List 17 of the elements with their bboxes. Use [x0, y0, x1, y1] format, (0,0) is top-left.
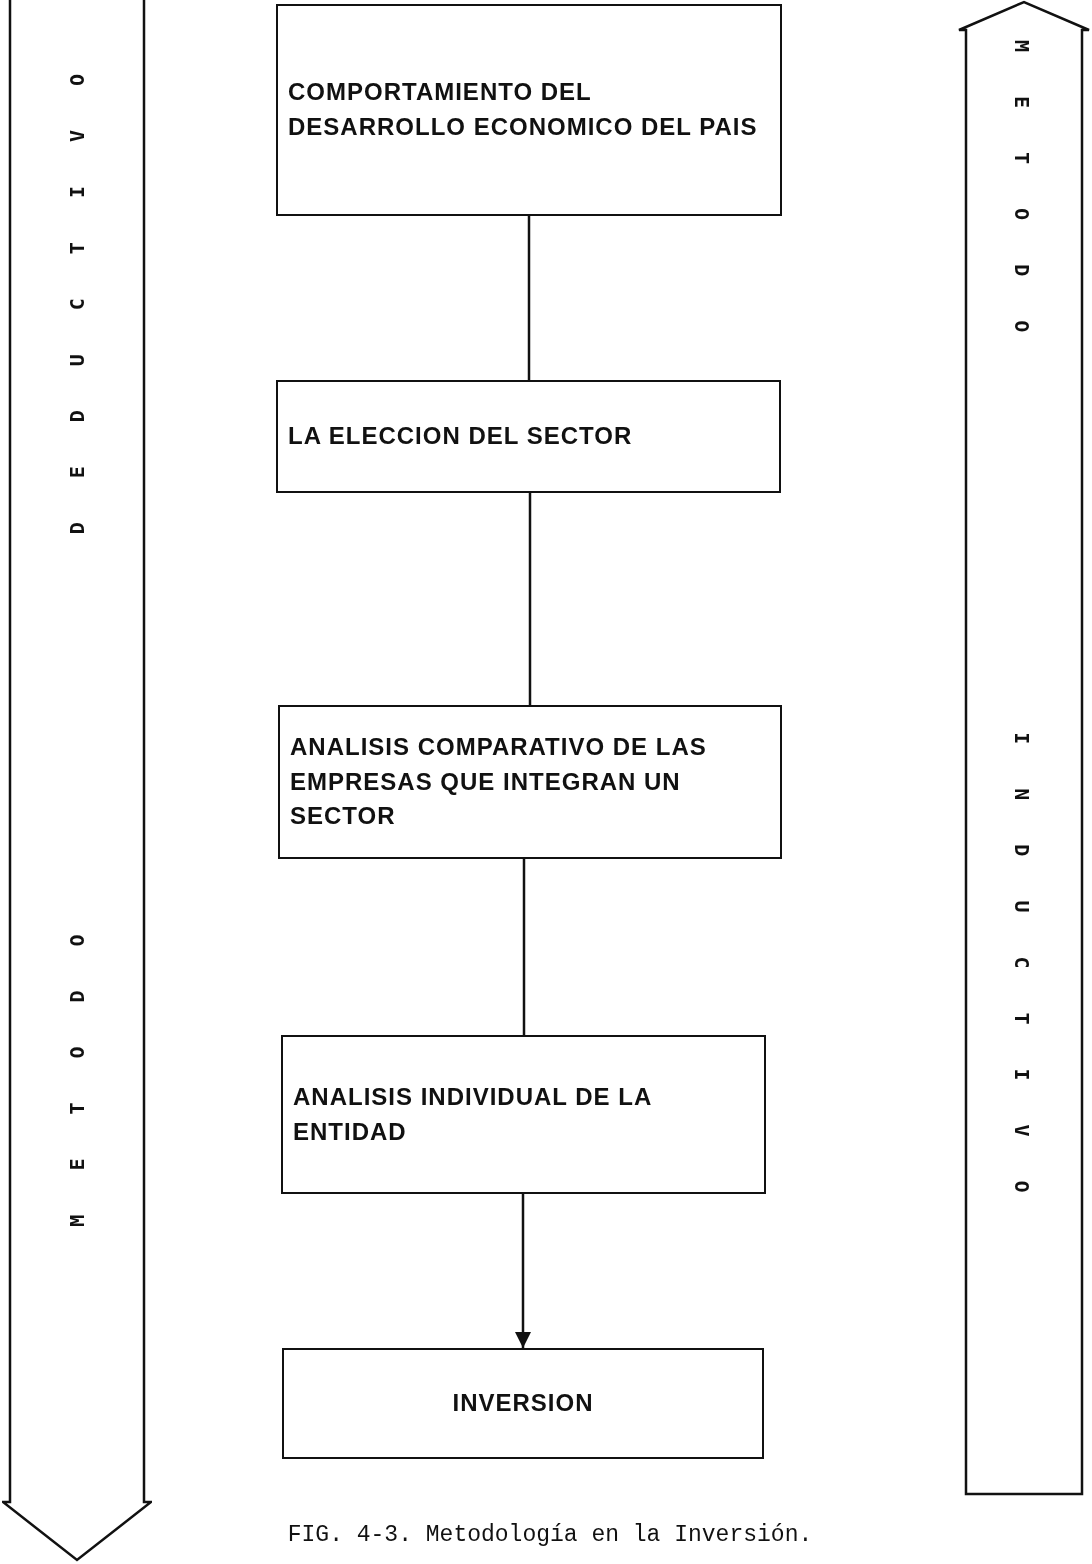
connector-line: [522, 859, 526, 1035]
connector-line: [528, 493, 532, 705]
process-box: [276, 4, 782, 216]
box-text: COMPORTAMIENTO DEL DESARROLLO ECONOMICO DEL PAIS: [288, 77, 759, 142]
process-box: [276, 380, 781, 493]
box-text: ANALISIS COMPARATIVO DE LAS EMPRESAS QUE INTEGRAN UN SECTOR: [290, 731, 708, 832]
connector-line: [527, 216, 531, 380]
arrow: [515, 1194, 531, 1348]
box-text: INVERSION: [452, 1388, 594, 1419]
caption: FIG. 4-3. Metodología en la Inversión.: [286, 1522, 814, 1548]
process-box: [281, 1035, 766, 1194]
vertical-label: METODO DEDUCTIVO: [65, 30, 89, 1227]
vertical-label: METODO INDUCTIVO: [1010, 40, 1034, 1237]
box-text: ANALISIS INDIVIDUAL DE LA ENTIDAD: [293, 1081, 653, 1147]
process-box: [278, 705, 782, 859]
box-text: LA ELECCION DEL SECTOR: [288, 421, 633, 452]
process-box: [282, 1348, 764, 1459]
